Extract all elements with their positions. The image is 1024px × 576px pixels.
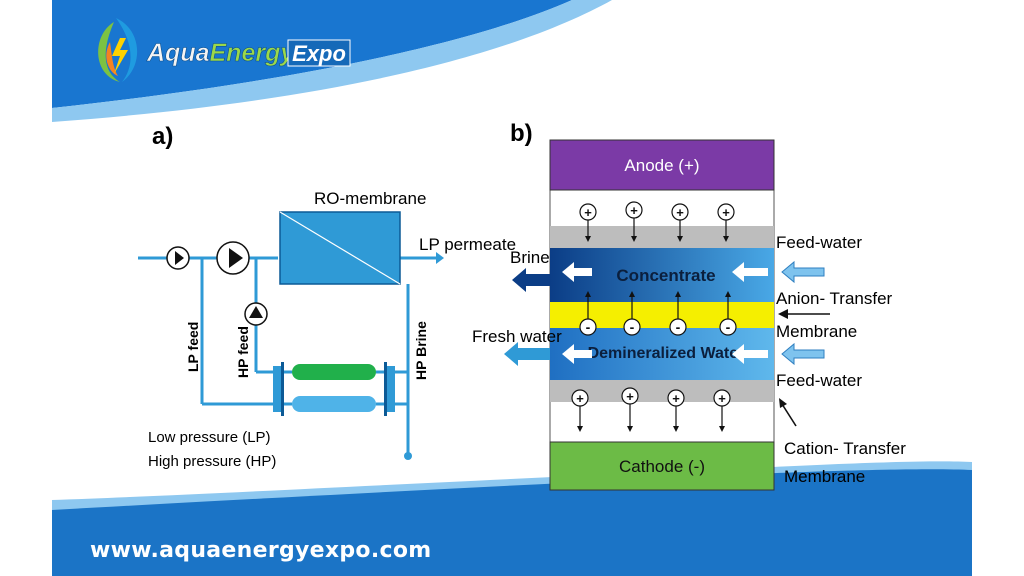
logo-word-aqua: Aqua [146,39,210,67]
panel-b: b) Anode (+) Concentrate Demineralized W… [472,120,906,491]
brine-outlet-arrow [512,268,550,292]
left-margin [0,0,52,576]
feed-water-inlet-arrow-2 [781,342,825,366]
slide-canvas: AquaEnergy Expo a) [52,0,972,576]
concentrate-flow-arrow [562,262,592,282]
cation-membrane-pointer-icon [779,398,787,408]
logo-word-energy: Energy [210,39,296,67]
cation-sign: + [676,205,684,220]
cation-membrane-label-1: Cation- Transfer [784,439,906,458]
brine-label: Brine [510,248,550,267]
panel-a-label: a) [152,123,173,150]
hp-brine-label: HP Brine [413,321,429,380]
pressure-exchanger [273,362,395,416]
cations-bottom: + + + + [571,387,731,432]
cation-membrane-label-2: Membrane [784,467,865,486]
cation-sign: + [672,391,680,406]
svg-text:AquaEnergy: AquaEnergy [146,39,295,67]
demineralized-inflow-arrow [732,344,768,364]
feed-water-label-1: Feed-water [776,233,862,252]
cation-sign: + [626,389,634,404]
right-margin [972,0,1024,576]
cation-sign: + [584,205,592,220]
legend-low-pressure: Low pressure (LP) [148,429,271,446]
anion-sign: - [726,319,731,335]
concentrate-label: Concentrate [616,266,715,285]
anion-membrane-label-2: Membrane [776,322,857,341]
cation-sign: + [576,391,584,406]
anion-membrane-label-1: Anion- Transfer [776,289,893,308]
top-spacer [550,226,774,248]
fresh-water-outlet-arrow [504,342,550,366]
panel-b-label: b) [510,120,533,147]
cations-top: + + + + [579,201,735,242]
anode-block [549,139,775,191]
cation-sign: + [630,203,638,218]
hp-feed-label: HP feed [235,326,251,378]
slide: AquaEnergy Expo a) [52,0,972,576]
anion-sign: - [676,319,681,335]
logo-word-expo: Expo [292,41,346,66]
panel-a: a) [138,123,516,470]
lp-feed-label: LP feed [185,322,201,372]
cathode-block [549,441,775,491]
header-swoosh-light [52,0,612,122]
logo: AquaEnergy Expo [98,18,351,82]
anion-membrane-pointer-icon [778,309,788,319]
cation-sign: + [718,391,726,406]
fresh-water-label: Fresh water [472,327,562,346]
legend-high-pressure: High pressure (HP) [148,453,276,470]
demineralized-label: Demineralized Water [588,345,745,362]
cathode-label: Cathode (-) [619,457,705,476]
concentrate-inflow-arrow [732,262,768,282]
lp-permeate-label: LP permeate [419,235,516,254]
feed-water-inlet-arrow-1 [781,260,825,284]
anions-row: - - - - [579,291,737,336]
cation-sign: + [722,205,730,220]
footer-url: www.aquaenergyexpo.com [90,538,432,563]
footer-swoosh [52,469,972,576]
anion-sign: - [630,319,635,335]
ro-membrane-label: RO-membrane [314,189,426,208]
feed-water-label-2: Feed-water [776,371,862,390]
anion-sign: - [586,319,591,335]
anode-label: Anode (+) [624,156,699,175]
demineralized-flow-arrow [562,344,592,364]
